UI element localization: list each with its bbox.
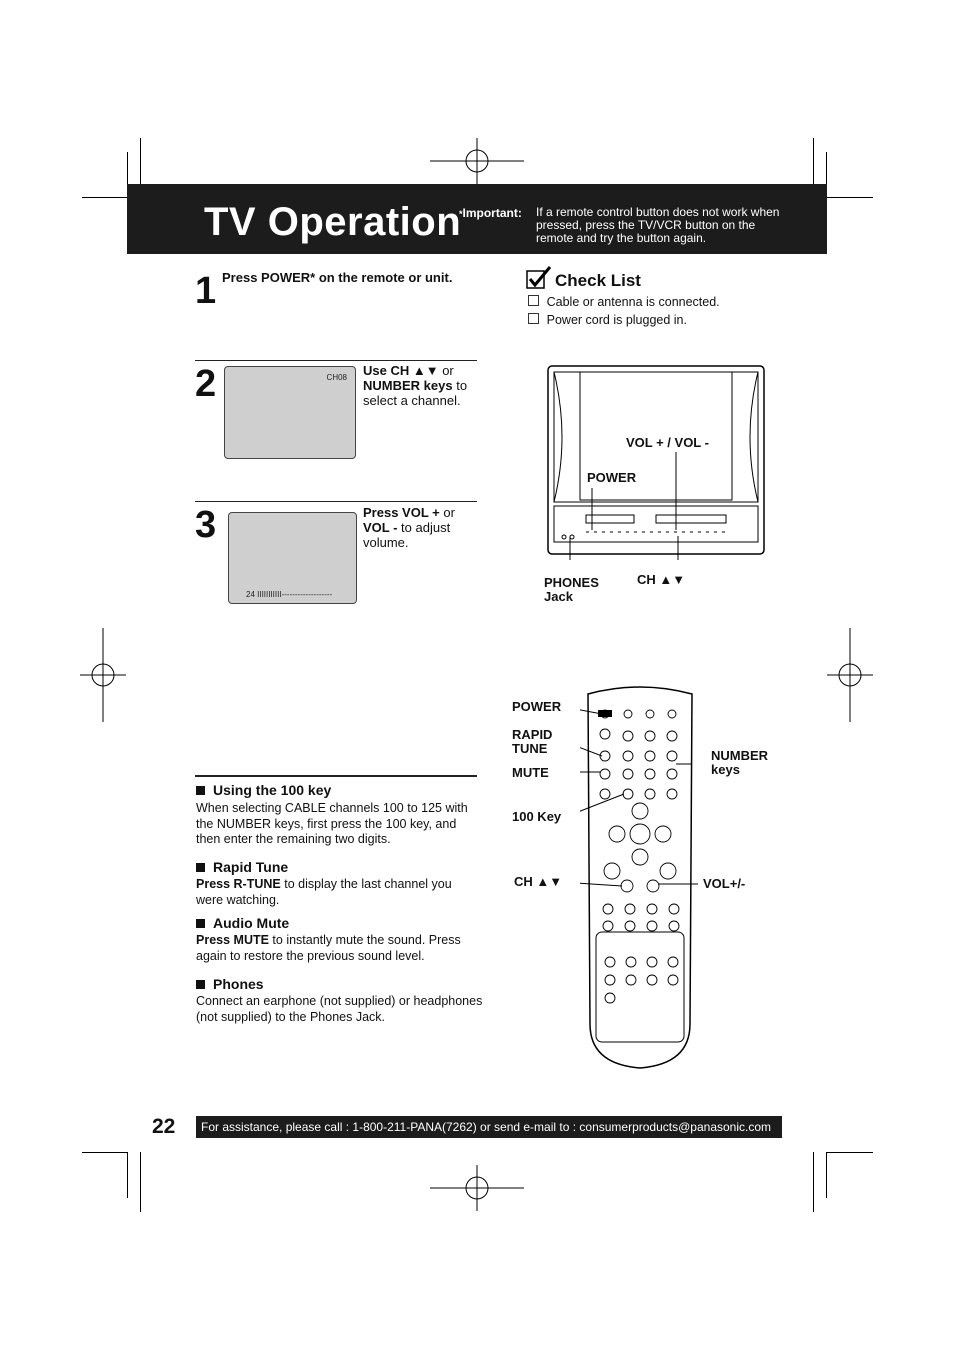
remote-label-vol: VOL+/-	[703, 876, 746, 891]
registration-target-icon	[430, 1165, 524, 1211]
important-note: If a remote control button does not work…	[536, 205, 780, 245]
divider	[195, 775, 477, 777]
crop-mark	[826, 1152, 827, 1198]
square-bullet-icon	[196, 980, 205, 989]
registration-target-icon	[827, 628, 873, 722]
crop-mark	[813, 1152, 814, 1212]
section-body: Press R-TUNE to display the last channel…	[196, 877, 452, 907]
page-number: 22	[152, 1115, 176, 1138]
footer-assistance-bar: For assistance, please call : 1-800-211-…	[196, 1116, 782, 1138]
crop-mark	[82, 197, 128, 198]
remote-label-power: POWER	[512, 699, 562, 714]
remote-label-ch: CH ▲▼	[514, 874, 563, 889]
checkbox-icon	[528, 313, 539, 324]
tv-label-ch: CH ▲▼	[637, 572, 686, 587]
page-title: TV Operation	[204, 200, 462, 244]
section-heading: Rapid Tune	[196, 859, 288, 875]
crop-mark	[827, 197, 873, 198]
remote-control-illustration	[580, 686, 698, 1069]
remote-label-mute: MUTE	[512, 765, 549, 780]
tv-screen-illustration: 24 IIIIIIIIIII-------------------	[228, 512, 357, 604]
section-heading: Audio Mute	[196, 915, 289, 931]
crop-mark	[827, 1152, 873, 1153]
important-label: *Important:	[459, 206, 522, 220]
step-3-text: Press VOL + or VOL - to adjust volume.	[363, 505, 455, 550]
square-bullet-icon	[196, 863, 205, 872]
tv-label-power: POWER	[587, 470, 637, 485]
section-heading: Phones	[196, 976, 264, 992]
crop-mark	[813, 138, 814, 198]
tv-vcr-illustration	[547, 365, 765, 560]
checkmark-icon	[526, 266, 552, 289]
asterisk-icon: *	[459, 209, 463, 219]
registration-target-icon	[80, 628, 126, 722]
step-number: 2	[195, 363, 217, 405]
section-body: Press MUTE to instantly mute the sound. …	[196, 933, 461, 963]
crop-mark	[140, 138, 141, 198]
remote-label-100-key: 100 Key	[512, 809, 562, 824]
crop-mark	[127, 1152, 128, 1198]
step-number: 3	[195, 504, 217, 546]
divider	[195, 501, 477, 502]
step-1-text: Press POWER* on the remote or unit.	[222, 270, 453, 285]
square-bullet-icon	[196, 786, 205, 795]
channel-osd: CH08	[326, 373, 347, 382]
step-number: 1	[195, 270, 217, 312]
registration-target-icon	[430, 138, 524, 184]
checklist-item: Power cord is plugged in.	[528, 312, 687, 328]
tv-label-vol: VOL + / VOL -	[626, 435, 709, 450]
crop-mark	[826, 152, 827, 198]
crop-mark	[140, 1152, 141, 1212]
step-2-text: Use CH ▲▼ or NUMBER keys to select a cha…	[363, 363, 468, 408]
header-bar	[127, 184, 827, 254]
section-body: When selecting CABLE channels 100 to 125…	[196, 801, 468, 846]
checklist-title: Check List	[555, 271, 641, 290]
crop-mark	[82, 1152, 128, 1153]
volume-osd: 24 IIIIIIIIIII-------------------	[246, 590, 333, 599]
divider	[195, 360, 477, 361]
checkbox-icon	[528, 295, 539, 306]
tv-screen-illustration: CH08	[224, 366, 356, 459]
section-heading: Using the 100 key	[196, 782, 331, 798]
section-body: Connect an earphone (not supplied) or he…	[196, 994, 483, 1024]
square-bullet-icon	[196, 919, 205, 928]
crop-mark	[127, 152, 128, 198]
checklist-item: Cable or antenna is connected.	[528, 294, 720, 310]
